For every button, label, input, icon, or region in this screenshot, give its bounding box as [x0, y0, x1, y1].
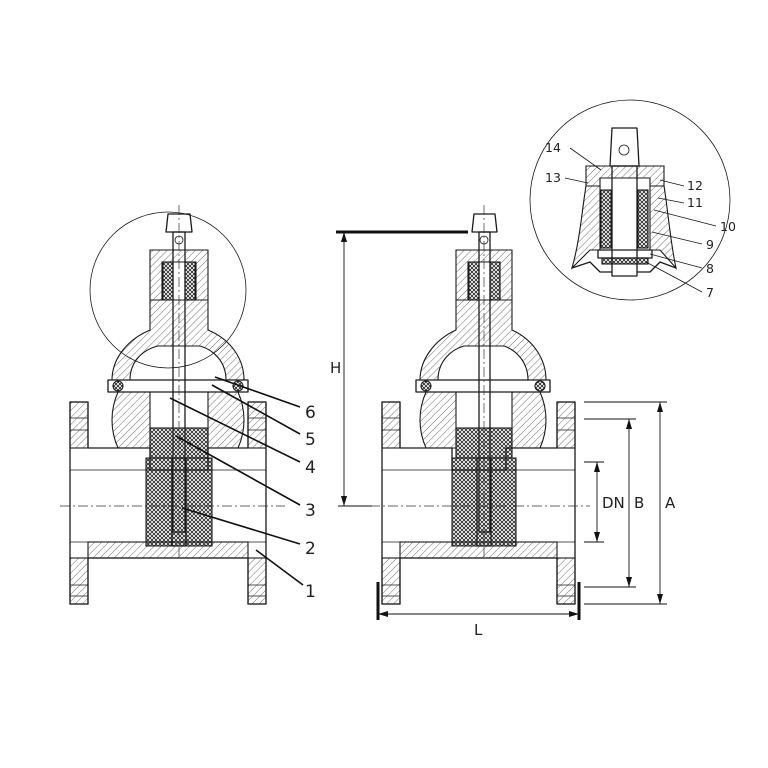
dimension-lines [336, 230, 667, 620]
detail-part-number-7: 7 [706, 285, 714, 300]
part-number-labels: 6 5 4 3 2 1 [305, 403, 316, 602]
detail-part-number-8: 8 [706, 261, 714, 276]
seal-detail-view [529, 99, 731, 301]
dimension-labels: H L DN B A [330, 359, 676, 639]
detail-part-number-13: 13 [545, 170, 561, 185]
dimension-label-nominal-diameter: DN [602, 494, 625, 512]
dimension-label-flange-diameter: A [665, 494, 676, 512]
detail-part-number-labels: 14 13 12 11 10 9 8 7 [545, 140, 736, 300]
detail-leaders [564, 147, 717, 293]
detail-part-number-9: 9 [706, 237, 714, 252]
right-valve-view [370, 205, 590, 605]
detail-part-number-14: 14 [545, 140, 561, 155]
dimension-label-height: H [330, 359, 341, 377]
part-number-1: 1 [305, 582, 316, 602]
left-valve-view [60, 205, 285, 605]
part-number-4: 4 [305, 458, 316, 478]
detail-part-number-12: 12 [687, 178, 703, 193]
callout-leaders [169, 376, 304, 586]
detail-part-number-10: 10 [720, 219, 736, 234]
part-number-5: 5 [305, 430, 316, 450]
dimension-label-length: L [474, 621, 483, 639]
part-number-2: 2 [305, 539, 316, 559]
detail-part-number-11: 11 [687, 195, 703, 210]
part-number-6: 6 [305, 403, 316, 423]
dimension-label-bolt-circle: B [634, 494, 644, 512]
part-number-3: 3 [305, 501, 316, 521]
